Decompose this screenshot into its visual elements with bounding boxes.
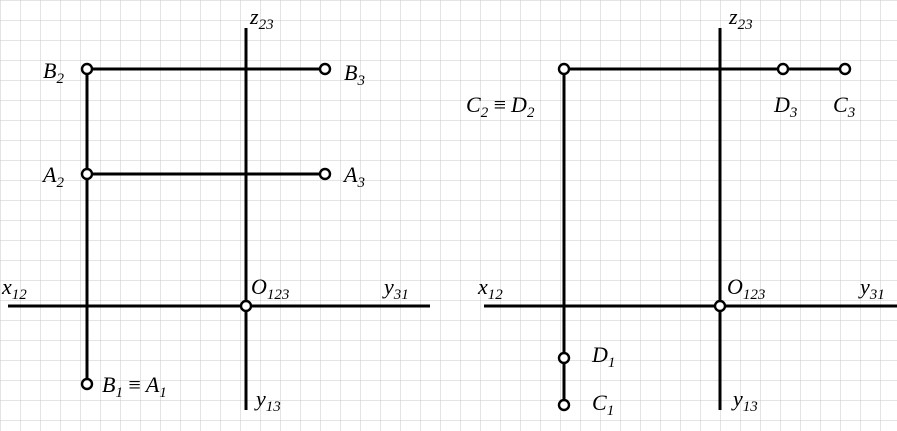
left-y31-axis-label: y31 — [382, 274, 409, 303]
right-origin-point — [713, 299, 727, 313]
right-x-axis-label: x12 — [477, 274, 503, 303]
right-origin-label: O123 — [727, 274, 765, 303]
label-a2: A2 — [41, 162, 64, 191]
left-x-axis-label: x12 — [1, 274, 27, 303]
label-d3: D3 — [773, 92, 797, 121]
left-origin-label: O123 — [251, 274, 289, 303]
left-panel: z23 x12 y31 y13 O123 B2 B3 A2 A3 B1≡A1 — [1, 4, 430, 415]
label-c1: C1 — [592, 390, 614, 419]
left-y13-axis-label: y13 — [254, 386, 281, 415]
label-a3: A3 — [342, 162, 365, 191]
label-b3: B3 — [344, 60, 365, 89]
label-c2-d2: C2≡D2 — [466, 92, 535, 121]
point-d3 — [776, 62, 790, 76]
point-b3 — [318, 62, 332, 76]
point-a2 — [80, 167, 94, 181]
label-b1-a1: B1≡A1 — [102, 372, 167, 401]
point-d1 — [557, 351, 571, 365]
right-z-axis-label: z23 — [728, 4, 753, 33]
point-a3 — [318, 167, 332, 181]
point-b2 — [80, 62, 94, 76]
left-origin-point — [239, 299, 253, 313]
point-c1 — [557, 398, 571, 412]
left-z-axis-label: z23 — [249, 4, 274, 33]
label-d1: D1 — [591, 342, 615, 371]
label-c3: C3 — [833, 92, 855, 121]
point-b1-a1 — [80, 377, 94, 391]
point-c2-d2 — [557, 62, 571, 76]
right-y13-axis-label: y13 — [731, 386, 758, 415]
label-b2: B2 — [43, 58, 64, 87]
right-y31-axis-label: y31 — [858, 274, 885, 303]
right-panel: z23 x12 y31 y13 O123 C2≡D2 D3 C3 D1 C1 — [466, 4, 897, 419]
point-c3 — [838, 62, 852, 76]
